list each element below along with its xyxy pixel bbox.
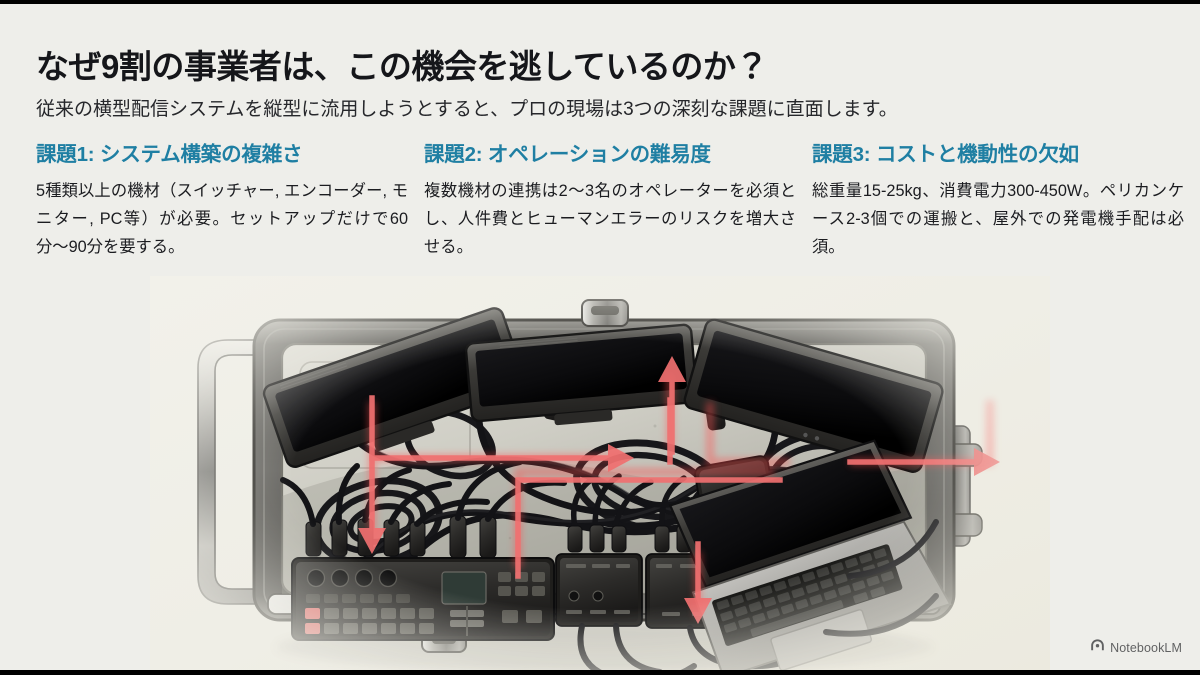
switcher-tbar-fader [450,606,484,636]
switcher-preview-screen [441,571,487,605]
issue-1-body: 5種類以上の機材（スイッチャー, エンコーダー, モニター, PC等）が必要。セ… [36,182,408,257]
monitor-center [464,323,698,426]
switcher-right-pad [498,572,545,623]
video-switcher [280,459,567,641]
issue-3-heading: 課題3: コストと機動性の欠如 [812,143,1079,166]
laptop-trackpad [770,609,872,671]
case-latch-top [581,299,629,327]
issue-column-2: 課題2: オペレーションの難易度 複数機材の連携は2〜3名のオペレーターを必須と… [424,137,796,261]
issue-column-3: 課題3: コストと機動性の欠如 総重量15-25kg、消費電力300-450W。… [812,137,1184,261]
issue-1-heading: 課題1: システム構築の複雑さ [36,143,303,166]
switcher-button-matrix [305,594,434,634]
issue-column-1: 課題1: システム構築の複雑さ 5種類以上の機材（スイッチャー, エンコーダー,… [36,137,408,261]
notebooklm-watermark: NotebookLM [1090,638,1182,657]
encoder-box-1 [555,473,654,627]
laptop [668,439,952,672]
issue-2-heading: 課題2: オペレーションの難易度 [424,143,711,166]
page-title: なぜ9割の事業者は、この機会を逃しているのか？ [36,48,768,86]
notebooklm-label: NotebookLM [1110,640,1182,655]
switcher-knobs [306,568,398,588]
monitor-left [262,307,527,468]
issue-2-body: 複数機材の連携は2〜3名のオペレーターを必須とし、人件費とヒューマンエラーのリス… [424,182,796,257]
switcher-connectors [280,459,567,559]
equipment-case-illustration [150,276,1050,672]
signal-flow-arrows [358,356,1000,624]
monitor-right [683,318,944,473]
switcher-active-buttons [305,608,320,634]
case-handle-left [197,339,267,605]
issue-3-body: 総重量15-25kg、消費電力300-450W。ペリカンケース2-3個での運搬と… [812,182,1184,257]
notebooklm-logo-icon [1090,638,1105,657]
page-subtitle: 従来の横型配信システムを縦型に流用しようとすると、プロの現場は3つの深刻な課題に… [36,99,898,120]
letterbox-bottom [0,670,1200,675]
letterbox-top [0,0,1200,4]
